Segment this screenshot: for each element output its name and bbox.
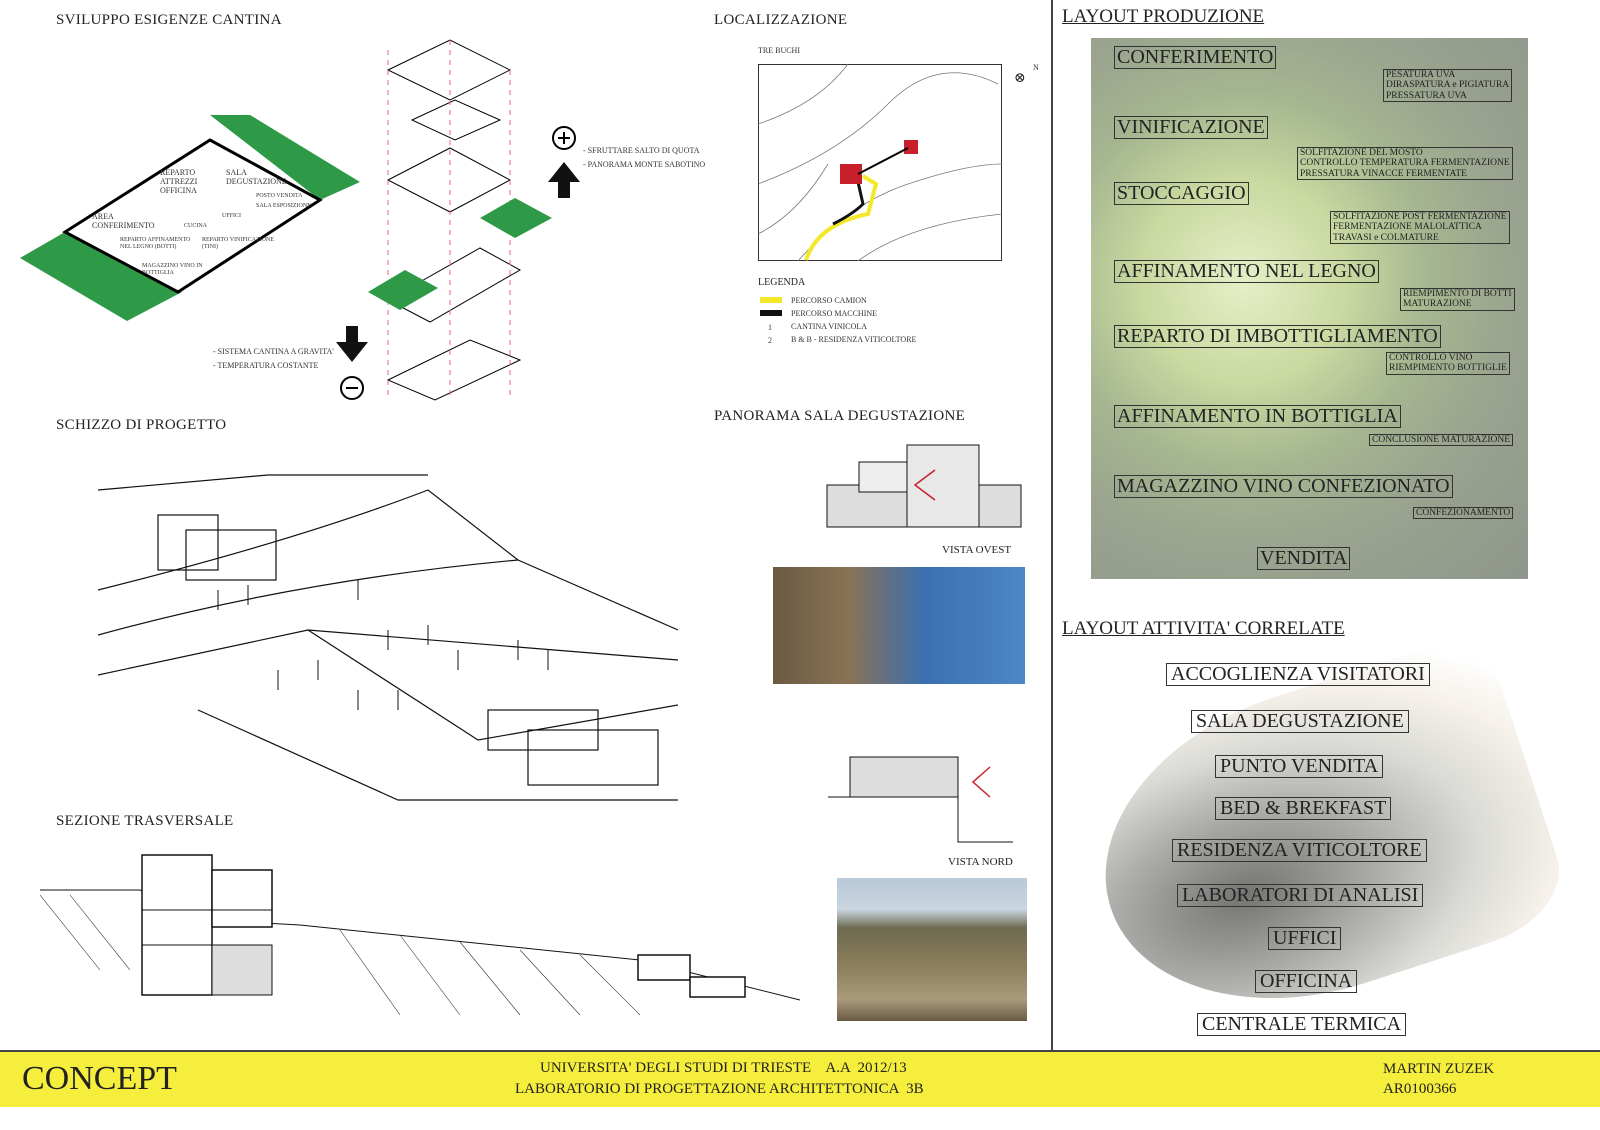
- production-step: AFFINAMENTO NEL LEGNO: [1114, 260, 1379, 283]
- vista-nord-label: VISTA NORD: [948, 856, 1013, 868]
- footer-author: MARTIN ZUZEK: [1383, 1061, 1495, 1077]
- plan-label: CUCINA: [184, 223, 208, 229]
- legend-label: PERCORSO CAMION: [791, 296, 867, 305]
- production-step: MAGAZZINO VINO CONFEZIONATO: [1114, 475, 1453, 498]
- arrow-up-icon: [548, 162, 580, 198]
- footer-title: CONCEPT: [22, 1060, 177, 1097]
- sketch-vista-nord: [828, 756, 1013, 843]
- photo-vista-nord: [837, 878, 1027, 1021]
- site-map: [758, 64, 1002, 261]
- project-sketch: [98, 474, 678, 801]
- activity-item: BED & BREKFAST: [1215, 797, 1392, 820]
- green-block-1: [368, 270, 438, 310]
- up-note: - SFRUTTARE SALTO DI QUOTA: [583, 146, 700, 155]
- building-plan: [62, 138, 323, 294]
- map-place-label: TRE BUCHI: [758, 46, 800, 55]
- footer-course: LABORATORIO DI PROGETTAZIONE ARCHITETTON…: [515, 1081, 924, 1097]
- green-area-right: [210, 115, 360, 200]
- production-step: AFFINAMENTO IN BOTTIGLIA: [1114, 405, 1401, 428]
- section-title-layout-produzione: LAYOUT PRODUZIONE: [1062, 6, 1265, 27]
- legend-key: 1: [768, 323, 772, 332]
- legend-swatch-black: [760, 310, 782, 316]
- plan-label: POSTO VENDITA: [256, 193, 303, 199]
- activity-item: SALA DEGUSTAZIONE: [1191, 710, 1409, 733]
- footer-student-id: AR0100366: [1383, 1081, 1457, 1097]
- plan-label: AREA CONFERIMENTO: [92, 212, 155, 230]
- up-note: - PANORAMA MONTE SABOTINO: [583, 160, 706, 169]
- footer-bar: CONCEPT UNIVERSITA' DEGLI STUDI DI TRIES…: [0, 1050, 1600, 1107]
- production-step: STOCCAGGIO: [1114, 182, 1249, 205]
- photo-vista-ovest: [773, 567, 1025, 684]
- activity-item: RESIDENZA VITICOLTORE: [1172, 839, 1427, 862]
- plan-label: REPARTO ATTREZZI OFFICINA: [160, 168, 198, 195]
- legend-swatch-yellow: [760, 297, 782, 303]
- north-label: N: [1033, 63, 1039, 72]
- legend-label: B & B - RESIDENZA VITICOLTORE: [791, 335, 917, 344]
- production-step: VINIFICAZIONE: [1114, 116, 1268, 139]
- down-note: - TEMPERATURA COSTANTE: [213, 361, 319, 370]
- sketch-vista-ovest: [826, 444, 1022, 528]
- legend-title: LEGENDA: [758, 277, 806, 288]
- down-note: - SISTEMA CANTINA A GRAVITA': [213, 347, 334, 356]
- plan-label: REPARTO VINIFICAZIONE (TINI): [202, 237, 275, 250]
- green-area-left: [20, 232, 182, 321]
- activity-item: LABORATORI DI ANALISI: [1177, 884, 1424, 907]
- green-block-2: [480, 198, 552, 238]
- plan-label: MAGAZZINO VINO IN BOTTIGLIA: [142, 263, 203, 276]
- section-title-schizzo: SCHIZZO DI PROGETTO: [56, 417, 227, 433]
- minus-circle-icon: [340, 376, 364, 400]
- section-title-localizzazione: LOCALIZZAZIONE: [714, 12, 848, 28]
- cross-section: [40, 854, 800, 1016]
- production-step-detail: CONCLUSIONE MATURAZIONE: [1369, 434, 1514, 447]
- compass-icon: ⊗: [1014, 71, 1026, 86]
- plus-circle-icon: [552, 126, 576, 150]
- footer-university: UNIVERSITA' DEGLI STUDI DI TRIESTE A.A 2…: [540, 1060, 907, 1076]
- plan-label: UFFICI: [222, 213, 242, 219]
- activity-item: OFFICINA: [1255, 970, 1358, 993]
- section-title-sezione: SEZIONE TRASVERSALE: [56, 813, 234, 829]
- legend-label: CANTINA VINICOLA: [791, 322, 868, 331]
- legend-key: 2: [768, 336, 772, 345]
- activity-item: UFFICI: [1268, 927, 1342, 950]
- production-step-detail: CONFEZIONAMENTO: [1413, 507, 1514, 520]
- section-title-layout-attivita: LAYOUT ATTIVITA' CORRELATE: [1062, 618, 1345, 639]
- activity-item: ACCOGLIENZA VISITATORI: [1166, 663, 1430, 686]
- section-title-sviluppo: SVILUPPO ESIGENZE CANTINA: [56, 12, 282, 28]
- column-divider: [1051, 0, 1053, 1050]
- activity-item: CENTRALE TERMICA: [1197, 1013, 1407, 1036]
- plan-label: SALA ESPOSIZIONE: [256, 203, 311, 209]
- production-step: CONFERIMENTO: [1114, 46, 1277, 69]
- section-title-panorama: PANORAMA SALA DEGUSTAZIONE: [714, 408, 966, 424]
- plan-label: SALA DEGUSTAZIONE: [226, 168, 287, 186]
- plan-label: REPARTO AFFINAMENTO NEL LEGNO (BOTTI): [120, 237, 191, 250]
- activity-item: PUNTO VENDITA: [1215, 755, 1384, 778]
- vista-ovest-label: VISTA OVEST: [942, 544, 1012, 556]
- grapes-background-image: [1091, 38, 1528, 579]
- legend-label: PERCORSO MACCHINE: [791, 309, 878, 318]
- sviluppo-diagram: [20, 39, 580, 401]
- production-step: VENDITA: [1257, 547, 1351, 570]
- production-step: REPARTO DI IMBOTTIGLIAMENTO: [1114, 325, 1441, 348]
- arrow-down-icon: [336, 326, 368, 362]
